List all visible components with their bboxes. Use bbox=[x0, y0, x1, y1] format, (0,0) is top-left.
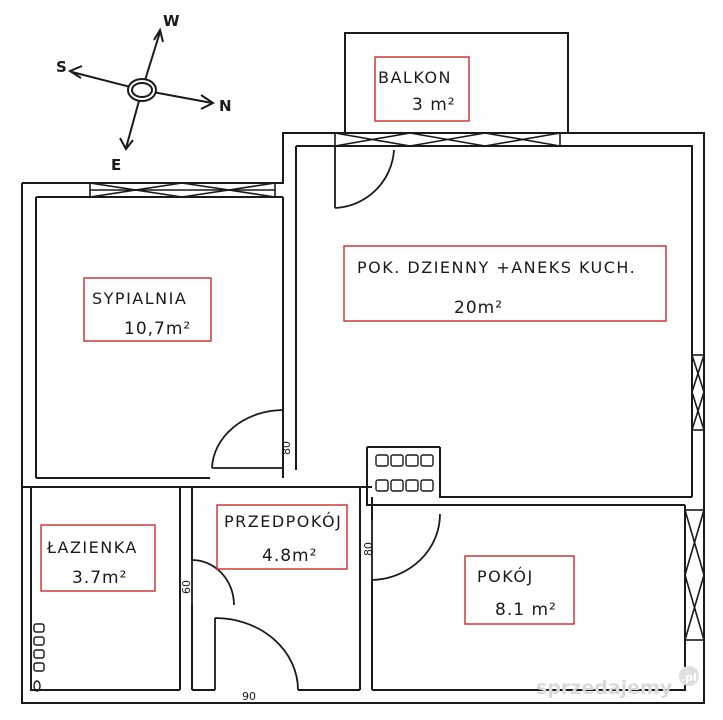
compass-north-label: N bbox=[219, 97, 232, 115]
windows bbox=[89, 132, 705, 641]
room-name-bathroom: ŁAZIENKA bbox=[46, 538, 138, 557]
door-width-bedroom: 80 bbox=[280, 441, 293, 455]
watermark: sprzedajemy bbox=[536, 677, 673, 699]
room-area-living: 20m² bbox=[454, 298, 503, 318]
room-area-bedroom: 10,7m² bbox=[124, 319, 191, 339]
door-width-hallway: 80 bbox=[362, 542, 375, 556]
outer-walls bbox=[21, 132, 705, 704]
interior-walls bbox=[22, 146, 692, 691]
compass-east-label: E bbox=[111, 156, 121, 174]
compass-south-label: S bbox=[56, 58, 67, 76]
room-name-living: POK. DZIENNY +ANEKS KUCH. bbox=[357, 258, 636, 277]
compass-west-label: W bbox=[163, 12, 180, 30]
doors bbox=[191, 146, 441, 691]
door-width-bathroom: 60 bbox=[180, 580, 193, 594]
watermark-badge bbox=[679, 666, 699, 686]
room-label-boxes bbox=[40, 56, 667, 625]
room-name-balkon: BALKON bbox=[378, 68, 452, 87]
kitchen-stove bbox=[375, 454, 434, 492]
room-name-hallway: PRZEDPOKÓJ bbox=[224, 512, 342, 531]
room-area-balkon: 3 m² bbox=[412, 95, 456, 115]
balcony-walls bbox=[344, 32, 569, 133]
room-name-bedroom: SYPIALNIA bbox=[92, 289, 187, 308]
bathroom-radiator bbox=[33, 623, 45, 692]
room-area-bathroom: 3.7m² bbox=[72, 568, 127, 588]
compass bbox=[67, 27, 215, 151]
room-area-hallway: 4.8m² bbox=[262, 546, 317, 566]
watermark-suffix: .pl bbox=[681, 671, 697, 684]
room-area-room: 8.1 m² bbox=[495, 600, 557, 620]
room-name-room: POKÓJ bbox=[477, 567, 534, 586]
door-width-entrance: 90 bbox=[242, 690, 256, 703]
